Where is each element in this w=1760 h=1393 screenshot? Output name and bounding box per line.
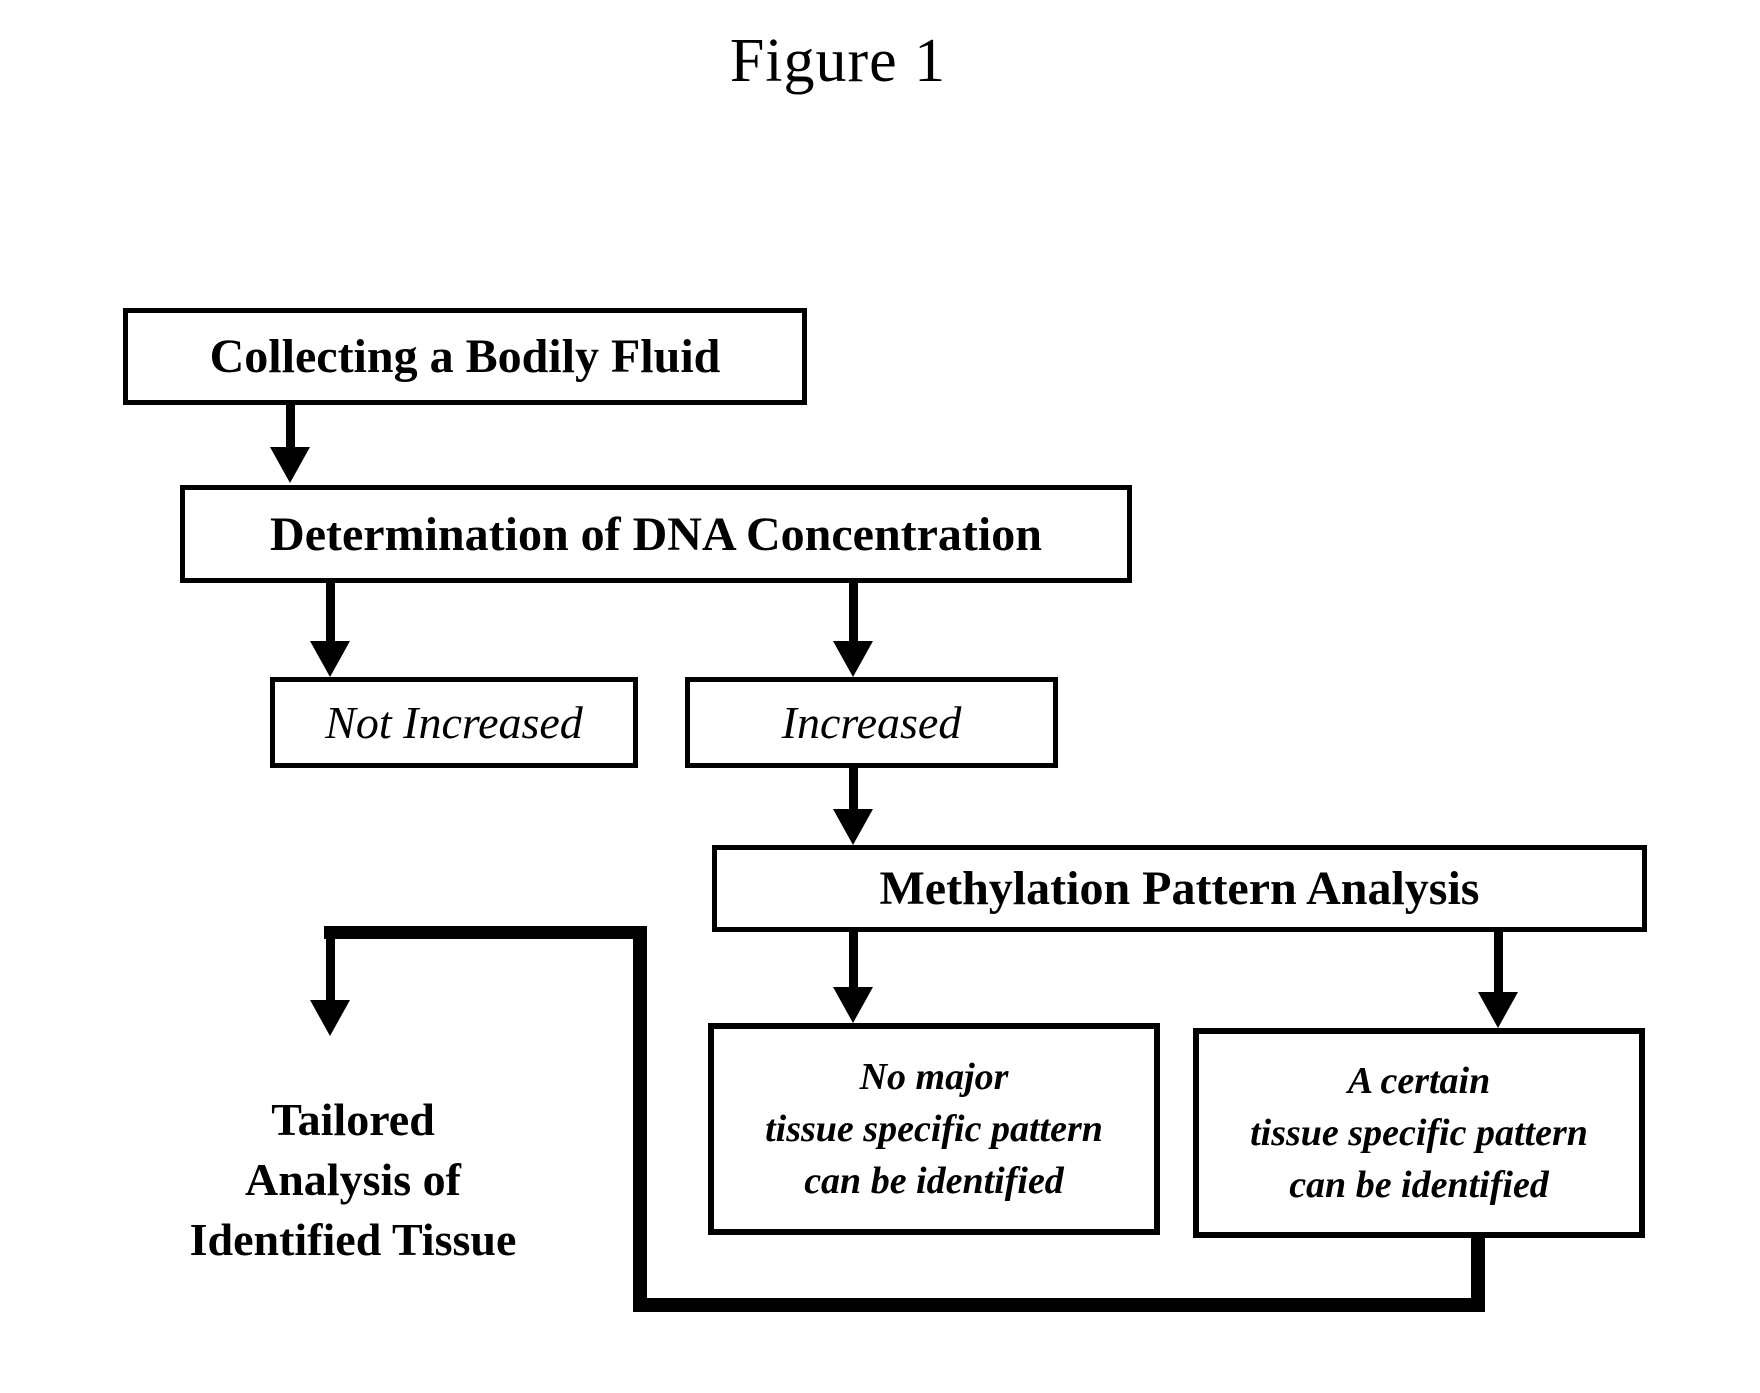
arrow-methylation-to-no-pattern <box>833 930 873 1023</box>
connector-top-horizontal <box>324 926 647 939</box>
arrow-shaft <box>285 403 295 449</box>
arrow-increased-to-methylation <box>833 766 873 845</box>
label-tailored-analysis-line3: Identified Tissue <box>189 1214 517 1265</box>
arrow-shaft <box>325 936 335 1002</box>
connector-middle-vertical <box>633 926 647 1312</box>
node-not-increased-label: Not Increased <box>325 697 583 748</box>
node-increased-label: Increased <box>781 697 962 748</box>
node-no-major-pattern-line1: No major <box>859 1056 1009 1098</box>
node-collecting-bodily-fluid: Collecting a Bodily Fluid <box>123 308 807 405</box>
arrow-head-icon <box>310 641 350 677</box>
arrow-methylation-to-certain-pattern <box>1478 930 1518 1028</box>
arrow-shaft <box>848 581 858 643</box>
connector-bottom-horizontal <box>633 1298 1485 1312</box>
node-methylation-pattern-analysis-label: Methylation Pattern Analysis <box>879 862 1480 915</box>
arrow-head-icon <box>1478 992 1518 1028</box>
connector-certain-pattern-drop <box>1471 1236 1485 1312</box>
node-certain-pattern-line2: tissue specific pattern <box>1250 1112 1588 1154</box>
arrow-head-icon <box>270 447 310 483</box>
node-certain-pattern-line1: A certain <box>1347 1060 1491 1102</box>
label-tailored-analysis-line1: Tailored <box>271 1094 435 1145</box>
arrow-head-icon <box>833 809 873 845</box>
arrow-collect-to-dna <box>270 403 310 483</box>
node-no-major-pattern-line3: can be identified <box>804 1160 1064 1202</box>
arrow-head-icon <box>310 1000 350 1036</box>
arrow-shaft <box>848 766 858 811</box>
label-tailored-analysis: Tailored Analysis of Identified Tissue <box>103 1090 603 1270</box>
figure-title: Figure 1 <box>729 27 947 95</box>
node-dna-concentration-label: Determination of DNA Concentration <box>270 507 1042 561</box>
node-increased: Increased <box>685 677 1058 768</box>
node-not-increased: Not Increased <box>270 677 638 768</box>
node-certain-pattern: A certain tissue specific pattern can be… <box>1193 1028 1645 1238</box>
arrow-head-icon <box>833 641 873 677</box>
node-collecting-bodily-fluid-label: Collecting a Bodily Fluid <box>209 330 721 383</box>
arrow-head-icon <box>833 987 873 1023</box>
arrow-shaft <box>848 930 858 989</box>
node-dna-concentration: Determination of DNA Concentration <box>180 485 1132 583</box>
node-no-major-pattern: No major tissue specific pattern can be … <box>708 1023 1160 1235</box>
arrow-connector-to-tailored <box>310 936 350 1036</box>
arrow-shaft <box>325 581 335 643</box>
node-no-major-pattern-line2: tissue specific pattern <box>765 1108 1103 1150</box>
node-certain-pattern-line3: can be identified <box>1289 1164 1549 1206</box>
arrow-shaft <box>1493 930 1503 994</box>
label-tailored-analysis-line2: Analysis of <box>245 1154 461 1205</box>
arrow-dna-to-increased <box>833 581 873 677</box>
arrow-dna-to-not-increased <box>310 581 350 677</box>
node-methylation-pattern-analysis: Methylation Pattern Analysis <box>712 845 1647 932</box>
